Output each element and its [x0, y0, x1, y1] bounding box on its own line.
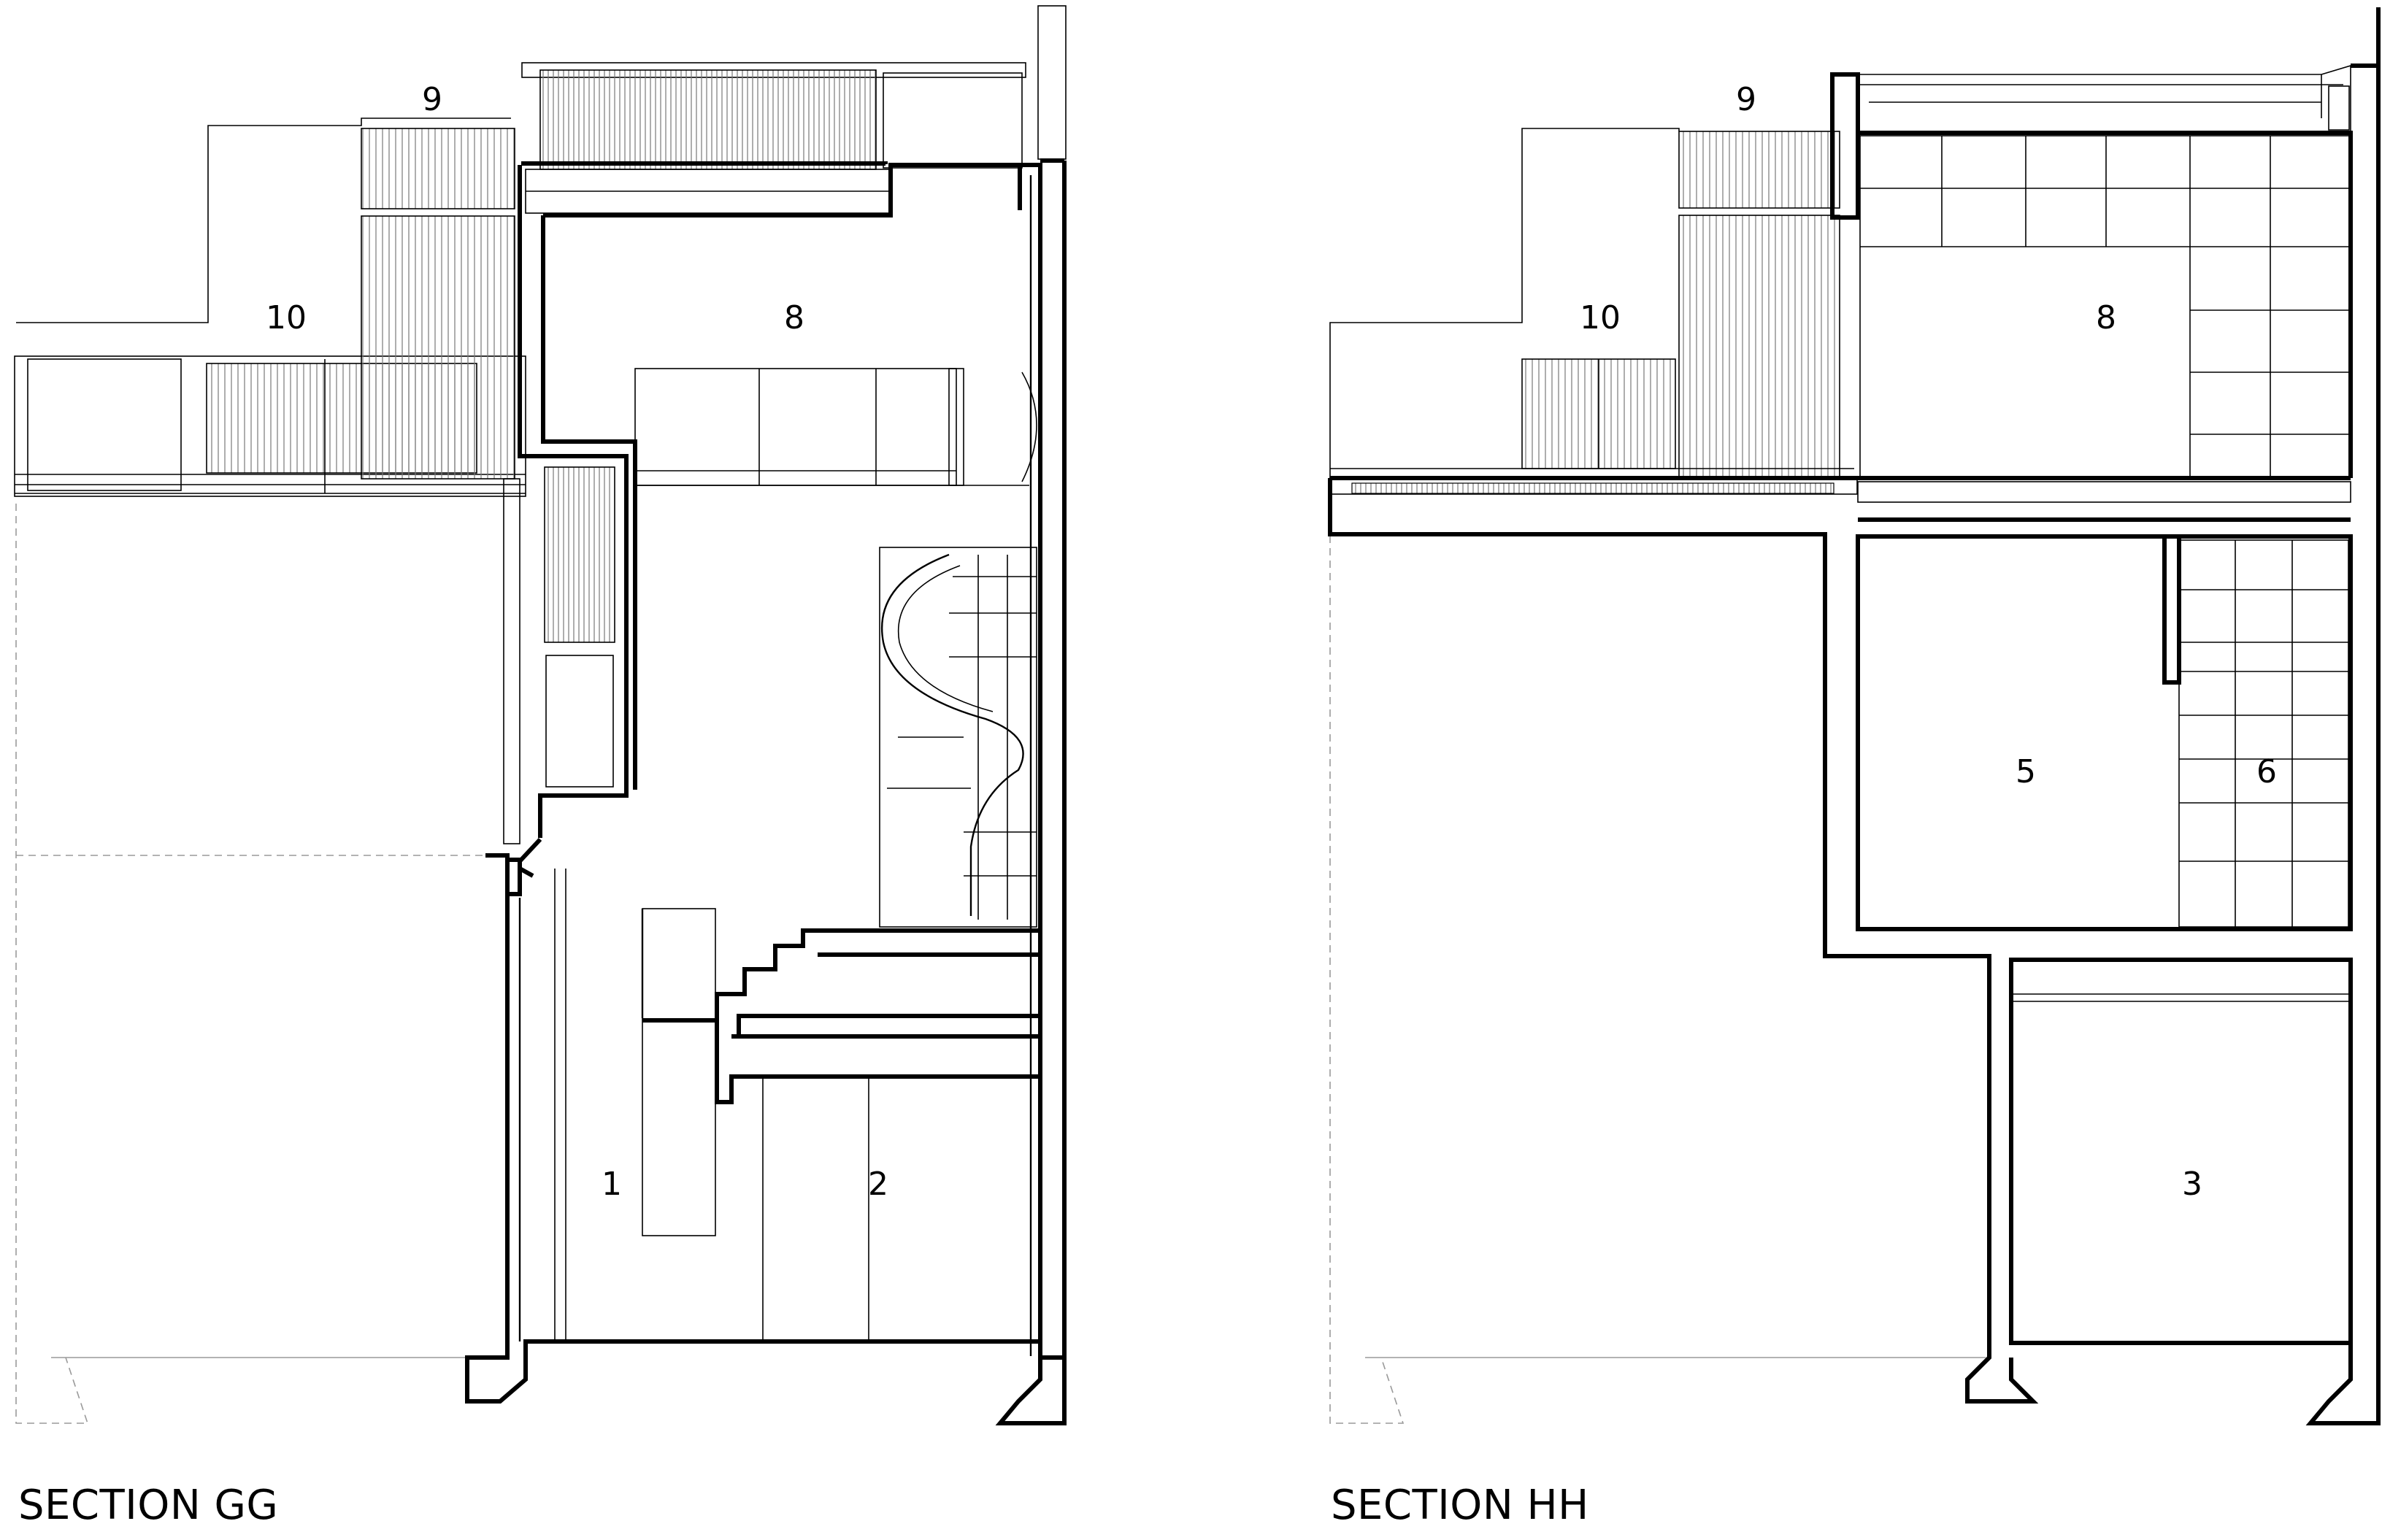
section-hh: 9 10 8 5 6 3: [1328, 7, 2381, 1425]
hh-room-8-label: 8: [2096, 299, 2116, 336]
section-hh-caption: SECTION HH: [1331, 1482, 1589, 1529]
hh-main-wall: [1328, 476, 2351, 1404]
gg-room-8-label: 8: [784, 299, 804, 336]
gg-room-9-label: 9: [422, 81, 442, 118]
gg-chimney: [1037, 5, 1067, 160]
hh-room-10-label: 10: [1580, 299, 1621, 336]
hh-room-8-windows: [1859, 135, 2350, 480]
hh-room-6-windows: [2178, 539, 2349, 928]
section-gg: 9 10 8 1 2: [14, 5, 1067, 1425]
hh-room-5-label: 5: [2016, 753, 2036, 790]
hh-room-5-6-box: [1856, 534, 2353, 931]
hh-room-10-outline: [1329, 128, 1680, 478]
section-gg-caption: SECTION GG: [18, 1482, 279, 1529]
gg-spiral-stair: [879, 547, 1037, 928]
gg-stair-void: [642, 908, 716, 1236]
hh-room-3-label: 3: [2182, 1166, 2202, 1203]
hh-room-3-box: [2009, 958, 2353, 1345]
gg-upper-wall: [518, 161, 1022, 838]
gg-room-10-label: 10: [266, 299, 307, 336]
gg-lower-wall: [465, 853, 1040, 1404]
gg-balcony-frame: [14, 355, 526, 497]
gg-room-1-label: 1: [602, 1166, 622, 1203]
hh-neighbour-outline: [1329, 511, 1405, 1424]
hh-screen: [1678, 215, 1840, 479]
gg-neighbour-outline: [15, 504, 504, 1424]
gg-screen-lower: [361, 215, 515, 480]
gg-room-2-doors: [762, 1076, 1041, 1341]
gg-roof-corrugation: [539, 69, 877, 170]
gg-screen-upper: [361, 128, 515, 209]
gg-room-10-outline: [16, 118, 511, 323]
gg-stepped-stair: [642, 928, 1042, 1036]
hh-room-9-label: 9: [1736, 81, 1756, 118]
gg-room-2-label: 2: [868, 1166, 888, 1203]
hh-room-6-label: 6: [2256, 753, 2277, 790]
gg-railing-8: [634, 368, 957, 486]
